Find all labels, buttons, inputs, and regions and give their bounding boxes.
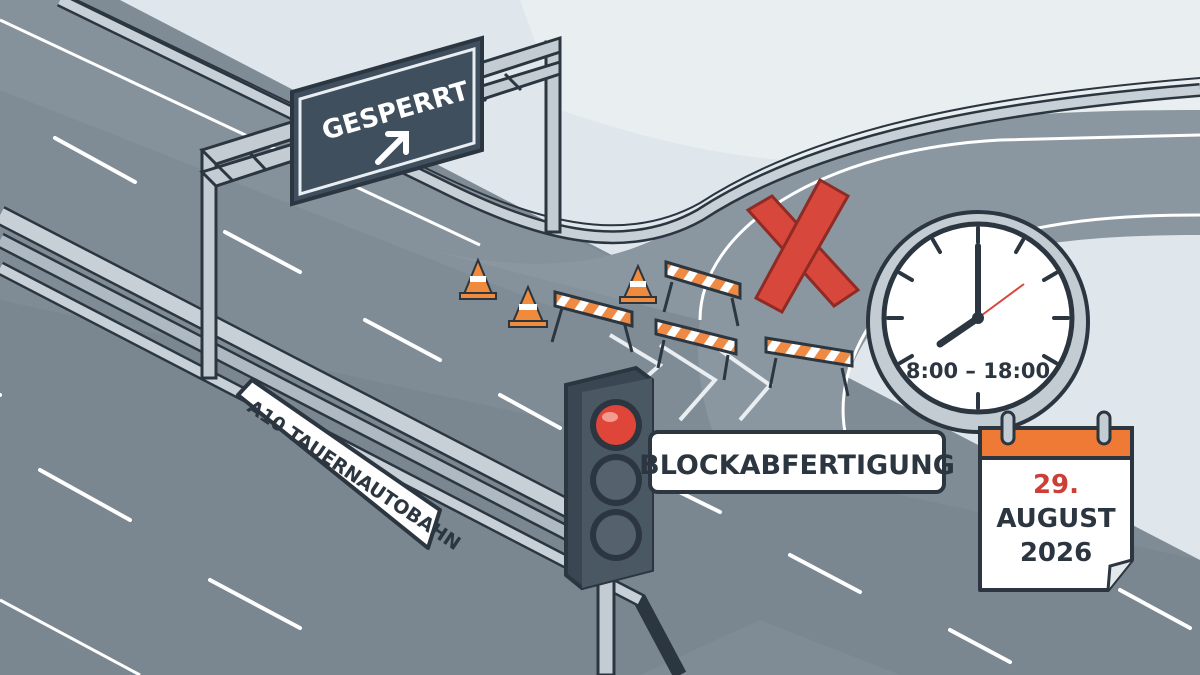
red-signal-lamp — [590, 399, 642, 451]
traffic-light-icon — [564, 365, 654, 675]
green-signal-lamp — [590, 509, 642, 561]
lane-markings — [0, 136, 1192, 664]
lane-solid-line-2 — [0, 598, 141, 675]
traffic-cone-icon — [508, 284, 548, 328]
guardrail-upper — [56, 0, 1200, 245]
calendar-icon: 29. AUGUST 2026 — [978, 410, 1134, 592]
traffic-cone-icon — [459, 257, 497, 300]
traffic-cone-icon — [619, 263, 657, 304]
amber-signal-lamp — [590, 454, 642, 506]
barrier-icon — [654, 318, 738, 381]
barrier-icon — [764, 336, 854, 397]
blockabfertigung-text: BLOCKABFERTIGUNG — [639, 450, 955, 481]
clock-icon: 8:00 – 18:00 — [866, 210, 1090, 434]
calendar-year: 2026 — [1020, 538, 1092, 568]
clock-time-range: 8:00 – 18:00 — [906, 359, 1050, 383]
blockabfertigung-label: BLOCKABFERTIGUNG — [639, 430, 955, 494]
calendar-day: 29. — [1033, 470, 1079, 500]
lane-solid-line — [0, 18, 481, 247]
gesperrt-sign: GESPERRT — [290, 35, 484, 207]
arrow-up-right-icon — [375, 131, 409, 165]
curved-ramp — [430, 110, 1200, 520]
barrier-icon — [550, 290, 634, 353]
barrier-icon — [662, 259, 742, 327]
red-x-icon — [745, 177, 861, 315]
calendar-month: AUGUST — [996, 504, 1116, 534]
